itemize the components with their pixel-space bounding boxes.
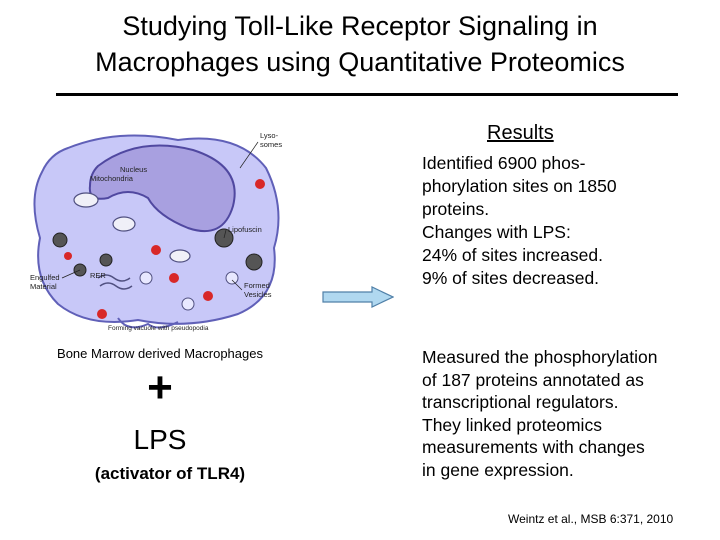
formed-vesicle: [181, 297, 195, 311]
lysosome: [203, 291, 213, 301]
mitochondrion: [112, 216, 136, 232]
measured-line: transcriptional regulators.: [422, 392, 619, 412]
results-line: Changes with LPS:: [422, 222, 571, 242]
title-line-2: Macrophages using Quantitative Proteomic…: [95, 47, 625, 77]
slide-title: Studying Toll-Like Receptor Signaling in…: [0, 8, 720, 80]
formed-vesicle: [139, 271, 153, 285]
title-divider: [56, 93, 678, 96]
results-line: Identified 6900 phos-: [422, 153, 586, 173]
citation: Weintz et al., MSB 6:371, 2010: [508, 512, 674, 526]
measured-line: of 187 proteins annotated as: [422, 369, 644, 390]
lysosome: [169, 273, 179, 283]
label-nucleus: Nucleus: [120, 165, 147, 174]
lysosome: [255, 179, 265, 189]
measured-text: Measured the phosphorylation of 187 prot…: [422, 346, 717, 481]
measured-line: measurements with changes: [422, 437, 645, 457]
measured-line: in gene expression.: [422, 459, 574, 480]
results-text: Identified 6900 phos- phorylation sites …: [422, 152, 712, 290]
title-line-1: Studying Toll-Like Receptor Signaling in: [122, 11, 598, 41]
label-lysosomes: Lyso-: [260, 131, 279, 140]
label-rer: RER: [90, 271, 106, 280]
macrophage-diagram: Lyso- somes Nucleus Mitochondria Lipofus…: [30, 131, 282, 332]
right-arrow-icon: [322, 286, 394, 308]
label-formed: Formed: [244, 281, 270, 290]
mitochondrion: [169, 249, 191, 263]
measured-line: Measured the phosphorylation: [422, 347, 658, 367]
label-formed-2: Vesicles: [244, 290, 272, 299]
figure-caption: Bone Marrow derived Macrophages: [57, 346, 263, 361]
lysosome: [64, 252, 72, 260]
nucleus-shape: [88, 144, 236, 233]
lps-label: LPS: [133, 424, 187, 455]
label-lysosomes-2: somes: [260, 140, 282, 149]
lysosome: [151, 245, 161, 255]
label-mitochondria: Mitochondria: [90, 174, 134, 183]
lysosome: [97, 309, 107, 319]
results-line: 9% of sites decreased.: [422, 268, 600, 288]
rer-shape: [97, 274, 133, 290]
label-vacuole: Forming vacuole with pseudopodia: [108, 325, 209, 332]
formed-vesicle: [225, 271, 239, 285]
mitochondrion: [73, 192, 99, 208]
engulfed-vesicle: [245, 253, 263, 271]
pseudopod: [117, 317, 179, 329]
engulfed-vesicle: [99, 253, 113, 267]
activator-label: (activator of TLR4): [94, 464, 246, 483]
label-engulfed: Engulfed: [30, 273, 60, 282]
plus-sign: +: [147, 363, 173, 412]
results-line: proteins.: [422, 199, 490, 219]
measured-line: They linked proteomics: [422, 414, 602, 435]
results-line: phorylation sites on 1850: [422, 176, 617, 196]
results-line: 24% of sites increased.: [422, 245, 603, 265]
engulfed-vesicle: [52, 232, 68, 248]
results-heading: Results: [487, 122, 554, 144]
label-engulfed-2: Material: [30, 282, 57, 291]
label-lipofuscin: Lipofuscin: [228, 225, 262, 234]
